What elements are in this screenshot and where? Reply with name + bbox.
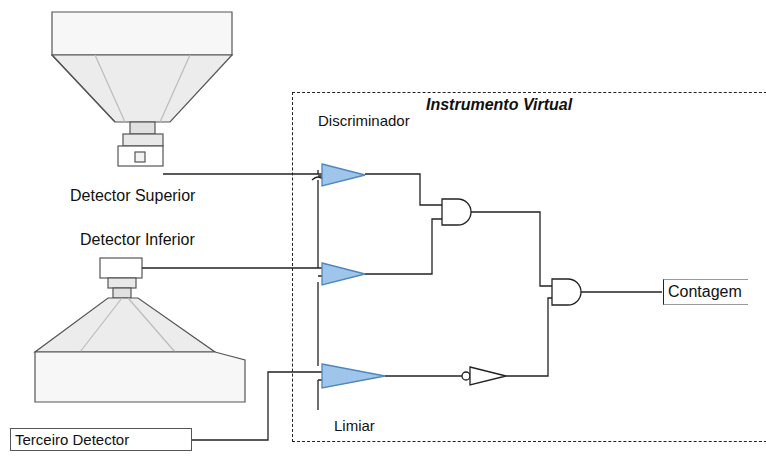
lower-detector-illustration [35, 258, 245, 402]
discriminator-symbols [322, 164, 385, 388]
logic-gates [442, 199, 581, 385]
counter-box: Contagem [663, 279, 748, 305]
instrument-region: Instrumento VirtualContagem [292, 92, 766, 442]
node-text: Instrumento Virtual [426, 96, 572, 114]
detector-caption: Detector Inferior [80, 231, 195, 249]
upper-detector-illustration [52, 12, 232, 166]
node-text: Contagem [668, 283, 742, 301]
node-text: Terceiro Detector [15, 431, 187, 448]
threshold-label: Limiar [334, 417, 375, 434]
node-text: Detector Superior [70, 187, 195, 205]
detector-caption: Detector Superior [70, 187, 195, 205]
discriminator-label: Discriminador [318, 112, 410, 129]
detector-box: Terceiro Detector [10, 428, 192, 451]
signal-wires [142, 170, 662, 440]
node-text: Detector Inferior [80, 231, 195, 249]
